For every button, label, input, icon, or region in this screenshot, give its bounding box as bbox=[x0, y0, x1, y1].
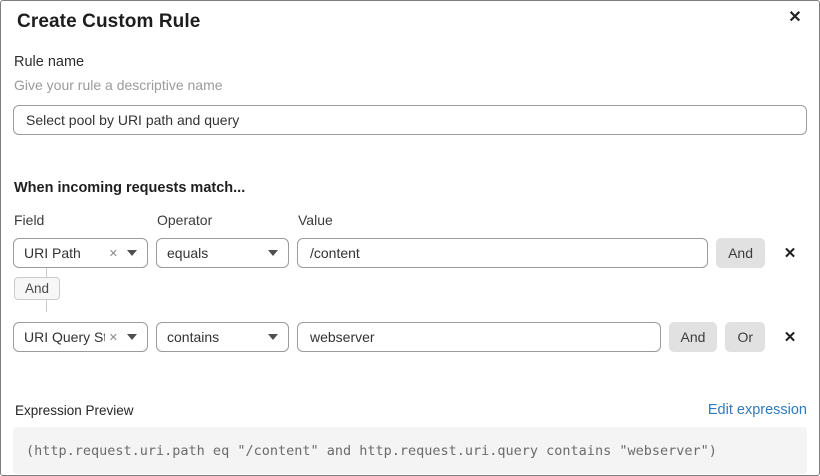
rule-name-helper: Give your rule a descriptive name bbox=[14, 77, 223, 93]
operator-column-label: Operator bbox=[157, 212, 213, 228]
expression-code-block: (http.request.uri.path eq "/content" and… bbox=[13, 427, 807, 474]
chevron-down-icon bbox=[127, 334, 137, 340]
remove-condition-icon-2[interactable]: ✕ bbox=[773, 322, 807, 352]
field-column-label: Field bbox=[14, 212, 45, 228]
close-icon[interactable]: ✕ bbox=[783, 6, 807, 30]
value-input-1[interactable] bbox=[297, 238, 709, 268]
add-and-condition-button-2[interactable]: And bbox=[668, 322, 718, 352]
and-connector-badge: And bbox=[14, 277, 61, 300]
rule-name-label: Rule name bbox=[14, 54, 85, 70]
field-select-2[interactable]: URI Query St... ✕ bbox=[13, 322, 148, 352]
chevron-down-icon bbox=[268, 334, 278, 340]
field-select-1-value: URI Path bbox=[24, 245, 81, 261]
operator-select-2-value: contains bbox=[167, 329, 220, 345]
dialog-title: Create Custom Rule bbox=[17, 11, 201, 32]
value-column-label: Value bbox=[298, 212, 333, 228]
chevron-down-icon bbox=[268, 250, 278, 256]
operator-select-1-value: equals bbox=[167, 245, 209, 261]
expression-code-text: (http.request.uri.path eq "/content" and… bbox=[26, 442, 717, 459]
expression-preview-label: Expression Preview bbox=[15, 402, 134, 418]
operator-select-2[interactable]: contains bbox=[156, 322, 289, 352]
field-select-1[interactable]: URI Path ✕ bbox=[13, 238, 148, 268]
expression-preview-section: Expression Preview Edit expression (http… bbox=[13, 402, 807, 474]
remove-condition-icon-1[interactable]: ✕ bbox=[773, 238, 807, 268]
chevron-down-icon bbox=[127, 250, 137, 256]
clear-icon[interactable]: ✕ bbox=[108, 247, 118, 260]
condition-row-2: URI Query St... ✕ contains And Or ✕ bbox=[13, 322, 807, 352]
condition-row-1: URI Path ✕ equals And ✕ bbox=[13, 238, 807, 268]
rule-name-input[interactable] bbox=[13, 105, 807, 135]
field-select-2-value: URI Query St... bbox=[24, 329, 105, 345]
value-input-2[interactable] bbox=[297, 322, 661, 352]
add-or-condition-button-2[interactable]: Or bbox=[725, 322, 765, 352]
operator-select-1[interactable]: equals bbox=[156, 238, 289, 268]
add-and-condition-button-1[interactable]: And bbox=[716, 238, 765, 268]
clear-icon[interactable]: ✕ bbox=[108, 331, 118, 344]
condition-column-labels: Field Operator Value bbox=[14, 212, 807, 228]
match-section-heading: When incoming requests match... bbox=[14, 180, 246, 196]
edit-expression-link[interactable]: Edit expression bbox=[707, 402, 807, 418]
condition-connector: And bbox=[13, 268, 807, 312]
